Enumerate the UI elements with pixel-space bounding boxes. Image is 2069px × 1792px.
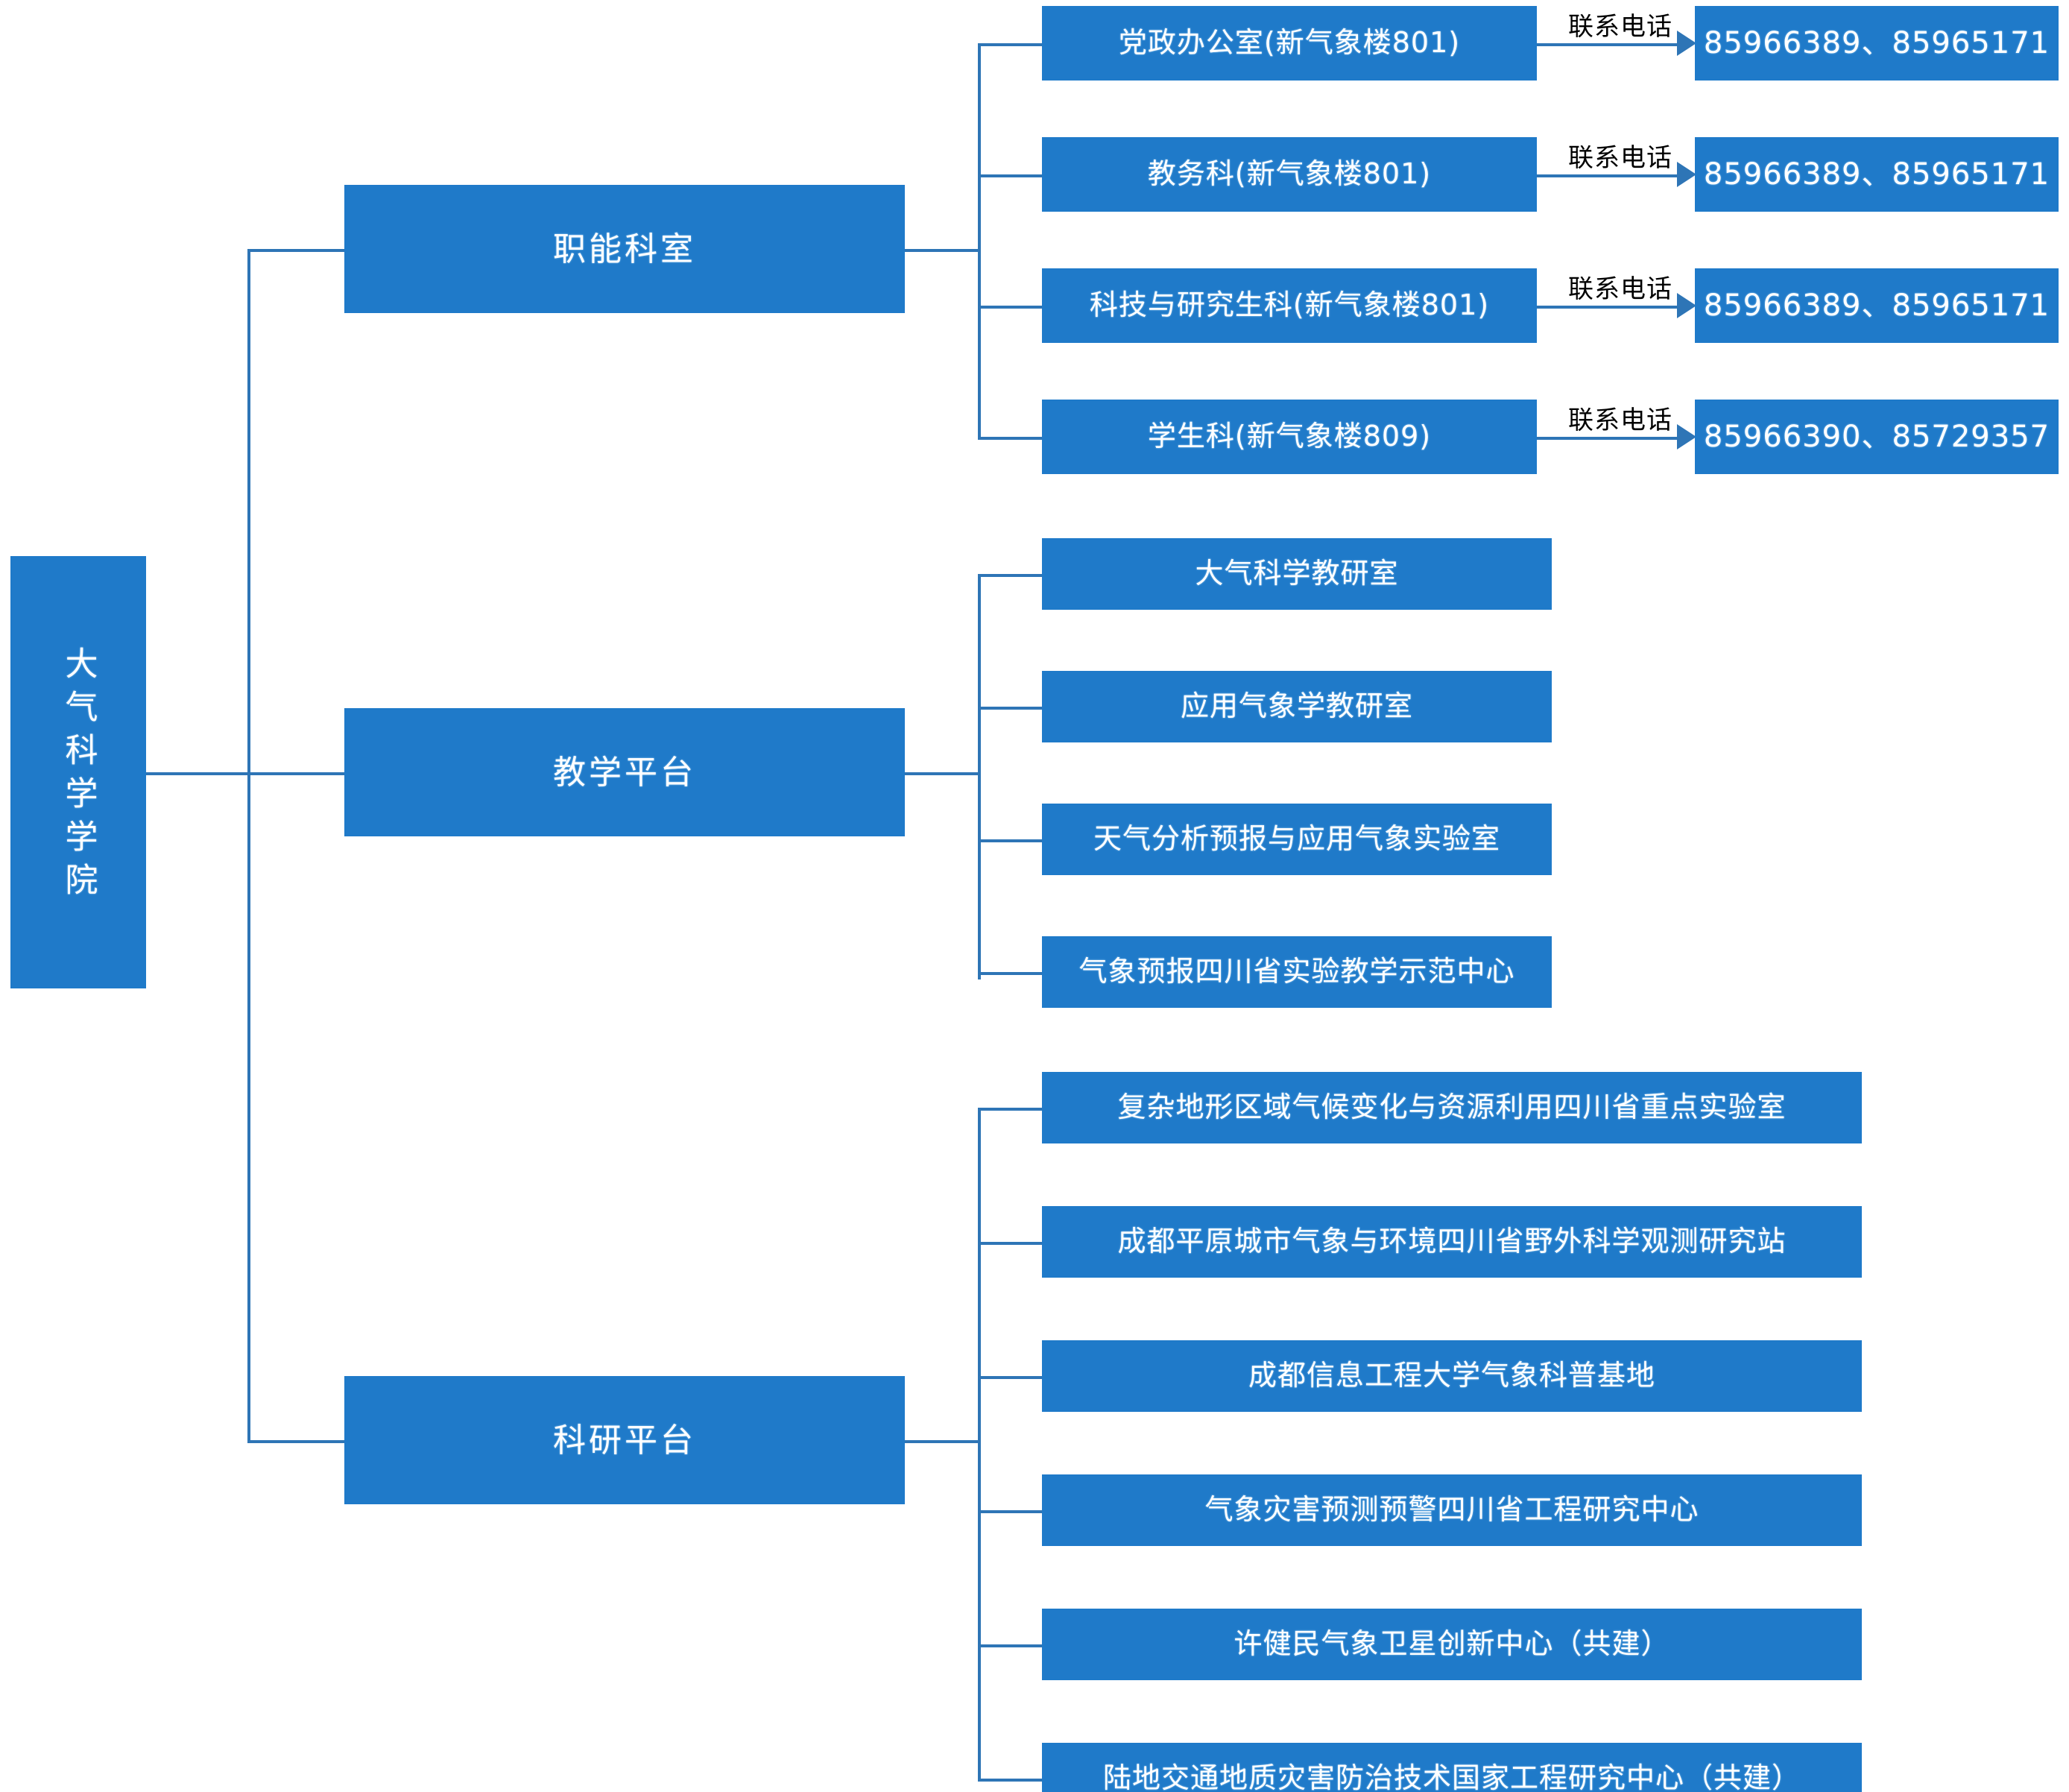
connector-branch0-stub <box>903 249 981 252</box>
leaf-node-academic-affairs[interactable]: 教务科(新气象楼801) <box>1042 137 1537 212</box>
phone-node-party-admin-office[interactable]: 85966389、85965171 <box>1695 6 2059 81</box>
connector-main-trunk <box>247 249 250 1442</box>
connector-phone-2 <box>1535 306 1681 309</box>
connector-root-stub <box>146 772 249 775</box>
connector-branch0-child-2 <box>978 306 1043 309</box>
arrow-head-phone-0 <box>1677 31 1696 56</box>
connector-phone-3 <box>1535 437 1681 440</box>
leaf-node-chengdu-plain-field-station[interactable]: 成都平原城市气象与环境四川省野外科学观测研究站 <box>1042 1206 1862 1278</box>
leaf-node-land-transport-geohazard-center[interactable]: 陆地交通地质灾害防治技术国家工程研究中心（共建） <box>1042 1743 1862 1792</box>
branch-node-functional-departments[interactable]: 职能科室 <box>344 185 905 313</box>
branch-node-teaching-platform[interactable]: 教学平台 <box>344 708 905 836</box>
connector-branch2-child-2 <box>978 1376 1043 1379</box>
connector-trunk-to-branch-2 <box>247 1440 346 1443</box>
connector-branch1-child-1 <box>978 707 1043 710</box>
leaf-node-meteorology-science-base[interactable]: 成都信息工程大学气象科普基地 <box>1042 1340 1862 1412</box>
leaf-node-atmospheric-science-teaching-office[interactable]: 大气科学教研室 <box>1042 538 1552 610</box>
connector-branch2-child-4 <box>978 1644 1043 1647</box>
edge-label-contact-phone-3: 联系电话 <box>1564 400 1677 436</box>
edge-label-contact-phone-0: 联系电话 <box>1564 6 1677 42</box>
leaf-node-forecast-demo-center[interactable]: 气象预报四川省实验教学示范中心 <box>1042 936 1552 1008</box>
arrow-head-phone-1 <box>1677 162 1696 187</box>
connector-branch1-stub <box>903 772 981 775</box>
connector-branch2-child-5 <box>978 1779 1043 1782</box>
leaf-node-complex-terrain-key-lab[interactable]: 复杂地形区域气候变化与资源利用四川省重点实验室 <box>1042 1072 1862 1143</box>
phone-node-academic-affairs[interactable]: 85966389、85965171 <box>1695 137 2059 212</box>
connector-branch0-child-3 <box>978 437 1043 440</box>
connector-branch1-child-3 <box>978 972 1043 975</box>
connector-branch0-child-0 <box>978 43 1043 46</box>
connector-branch0-child-1 <box>978 174 1043 177</box>
connector-trunk-to-branch-0 <box>247 249 346 252</box>
branch-node-research-platform[interactable]: 科研平台 <box>344 1376 905 1504</box>
connector-branch2-child-0 <box>978 1108 1043 1111</box>
connector-branch0-spine <box>978 43 981 437</box>
connector-phone-1 <box>1535 174 1681 177</box>
arrow-head-phone-3 <box>1677 424 1696 449</box>
leaf-node-student-affairs[interactable]: 学生科(新气象楼809) <box>1042 400 1537 474</box>
connector-phone-0 <box>1535 43 1681 46</box>
phone-node-student-affairs[interactable]: 85966390、85729357 <box>1695 400 2059 474</box>
connector-branch2-spine <box>978 1108 981 1779</box>
connector-branch1-spine <box>978 574 981 979</box>
leaf-node-party-admin-office[interactable]: 党政办公室(新气象楼801) <box>1042 6 1537 81</box>
connector-branch2-child-3 <box>978 1510 1043 1513</box>
connector-branch1-child-0 <box>978 574 1043 577</box>
phone-node-science-graduate[interactable]: 85966389、85965171 <box>1695 268 2059 343</box>
root-node-school[interactable]: 大气科学学院 <box>10 556 146 988</box>
leaf-node-weather-analysis-lab[interactable]: 天气分析预报与应用气象实验室 <box>1042 804 1552 875</box>
connector-branch2-child-1 <box>978 1242 1043 1245</box>
connector-branch1-child-2 <box>978 839 1043 842</box>
leaf-node-science-graduate[interactable]: 科技与研究生科(新气象楼801) <box>1042 268 1537 343</box>
connector-branch2-stub <box>903 1440 981 1443</box>
connector-trunk-to-branch-1 <box>247 772 346 775</box>
leaf-node-xujianmin-satellite-center[interactable]: 许健民气象卫星创新中心（共建） <box>1042 1609 1862 1680</box>
edge-label-contact-phone-2: 联系电话 <box>1564 268 1677 305</box>
arrow-head-phone-2 <box>1677 293 1696 318</box>
leaf-node-applied-meteorology-teaching-office[interactable]: 应用气象学教研室 <box>1042 671 1552 742</box>
leaf-node-disaster-warning-engineering-center[interactable]: 气象灾害预测预警四川省工程研究中心 <box>1042 1474 1862 1546</box>
edge-label-contact-phone-1: 联系电话 <box>1564 137 1677 174</box>
